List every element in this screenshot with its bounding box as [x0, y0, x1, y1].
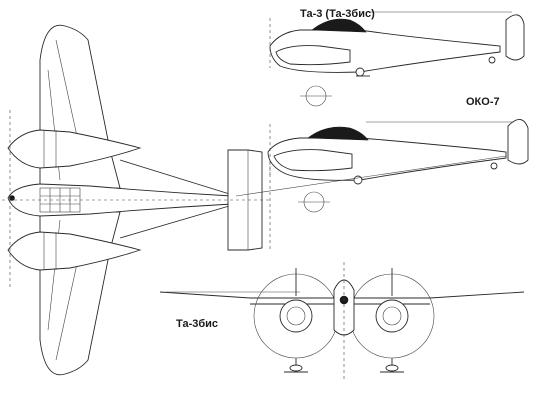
- front-right-engine: [375, 299, 409, 333]
- plan-lower-engine: [7, 231, 142, 271]
- plan-upper-engine: [7, 129, 142, 169]
- oko7-tail-fin: [507, 119, 529, 165]
- side-view-ta3: [269, 11, 525, 107]
- side-view-oko7: [235, 119, 529, 213]
- ta3-cockpit-canopy: [311, 18, 367, 33]
- front-left-engine: [279, 299, 313, 333]
- oko7-variant-label: ОКО-7: [466, 96, 500, 108]
- plan-view: [2, 24, 271, 376]
- plan-upper-wing: [39, 24, 121, 191]
- oko7-engine: [273, 149, 353, 172]
- front-view: [159, 262, 525, 380]
- plan-fuselage: [7, 183, 233, 217]
- plan-lower-wing: [39, 209, 121, 376]
- ta3-engine: [275, 45, 351, 66]
- oko7-cockpit-canopy: [307, 126, 369, 141]
- ta3-tail-fin: [505, 14, 525, 61]
- ta3-variant-label: Та-3 (Та-3бис): [300, 8, 375, 20]
- ta3bis-variant-label: Та-3бис: [176, 318, 219, 330]
- front-fuselage: [333, 279, 355, 336]
